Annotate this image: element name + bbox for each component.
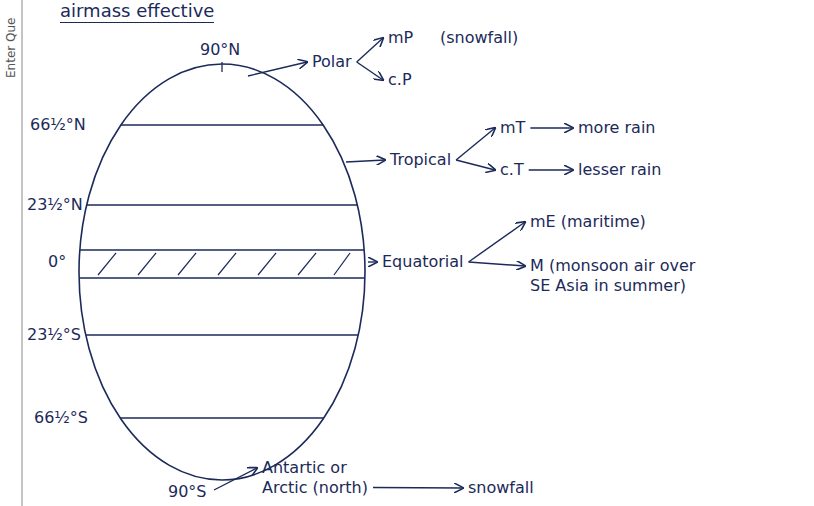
arrow-line <box>357 38 383 62</box>
margin-line <box>22 0 23 506</box>
weather-note: snowfall <box>468 478 534 498</box>
airmass-group: Polar <box>312 52 352 72</box>
arrow-line <box>248 62 307 76</box>
airmass-type: mP <box>388 28 413 48</box>
globe-outline <box>79 64 365 480</box>
airmass-group: Equatorial <box>382 252 464 272</box>
latitude-label: 66½°S <box>34 408 88 428</box>
airmass-type: c.P <box>388 70 412 90</box>
airmass-type: M (monsoon air over SE Asia in summer) <box>530 256 710 296</box>
weather-note: (snowfall) <box>440 28 518 48</box>
latitude-label: 23½°N <box>27 195 83 215</box>
arrow-line <box>456 160 495 170</box>
arrow-line <box>373 487 463 489</box>
latitude-label: 90°N <box>200 40 240 60</box>
arrow-line <box>530 127 573 128</box>
weather-note: lesser rain <box>578 160 661 180</box>
airmass-type: mE (maritime) <box>530 212 646 232</box>
arrow-line <box>346 160 385 162</box>
arrow-line <box>469 222 525 262</box>
arrow-line <box>469 262 525 266</box>
heading: airmass effective <box>60 0 214 23</box>
arrow-line <box>529 169 573 170</box>
latitude-lines <box>79 62 365 418</box>
latitude-label: 66½°N <box>30 115 86 135</box>
airmass-group: Tropical <box>390 150 451 170</box>
arrow-line <box>456 128 495 160</box>
arrow-line <box>368 261 377 262</box>
weather-note: more rain <box>578 118 656 138</box>
latitude-label: 23½°S <box>27 325 81 345</box>
arrow-line <box>214 468 257 490</box>
arrow-line <box>357 62 383 80</box>
equatorial-hatching <box>98 253 350 275</box>
latitude-label: 90°S <box>168 482 207 502</box>
latitude-label: 0° <box>48 252 66 272</box>
airmass-group: Antartic or Arctic (north) <box>262 458 392 498</box>
airmass-type: c.T <box>500 160 524 180</box>
sheet-margin-text: Enter Que <box>4 18 18 78</box>
airmass-type: mT <box>500 118 525 138</box>
